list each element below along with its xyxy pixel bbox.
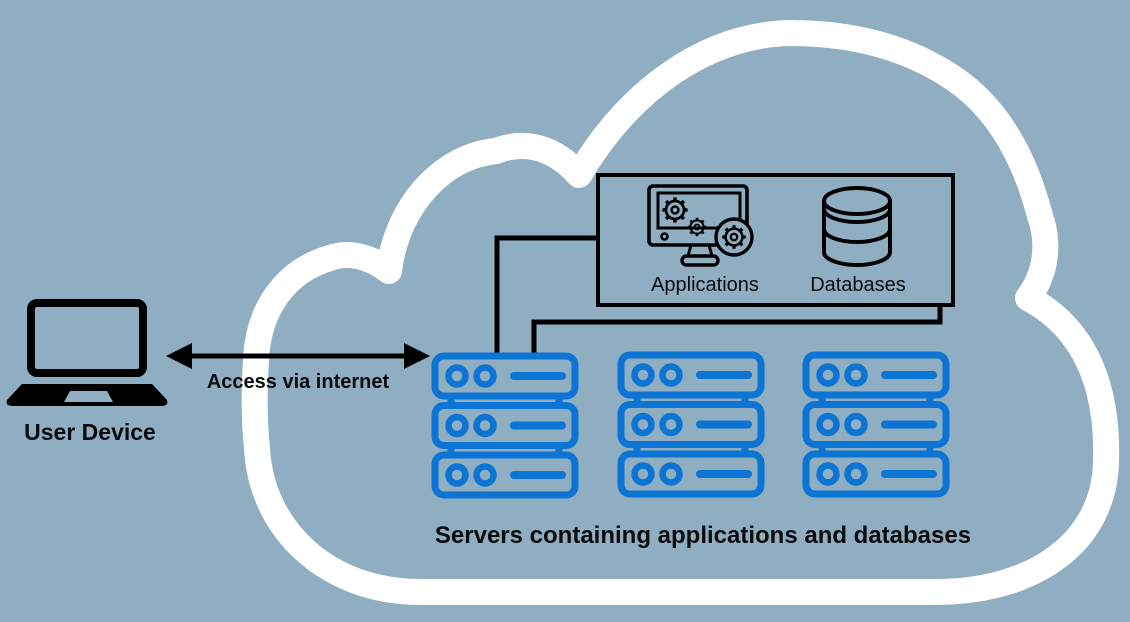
connector-box-bottom-to-server <box>531 305 943 356</box>
laptop-icon <box>6 299 168 406</box>
server-rack-icon-2 <box>621 355 761 494</box>
applications-databases-box <box>596 173 955 307</box>
applications-label: Applications <box>651 274 759 296</box>
gear-icon <box>660 195 690 225</box>
servers-caption-label: Servers containing applications and data… <box>434 522 972 549</box>
connector-box-left-to-server <box>494 235 598 356</box>
databases-label: Databases <box>810 274 906 296</box>
server-rack-icon-1 <box>435 356 575 495</box>
server-rack-icon-3 <box>806 355 946 494</box>
user-device-label: User Device <box>24 419 156 445</box>
applications-icon <box>647 184 754 267</box>
internet-arrow-icon <box>166 343 430 369</box>
access-via-internet-label: Access via internet <box>206 371 390 393</box>
cloud-icon <box>241 20 1120 605</box>
database-icon <box>822 186 892 267</box>
